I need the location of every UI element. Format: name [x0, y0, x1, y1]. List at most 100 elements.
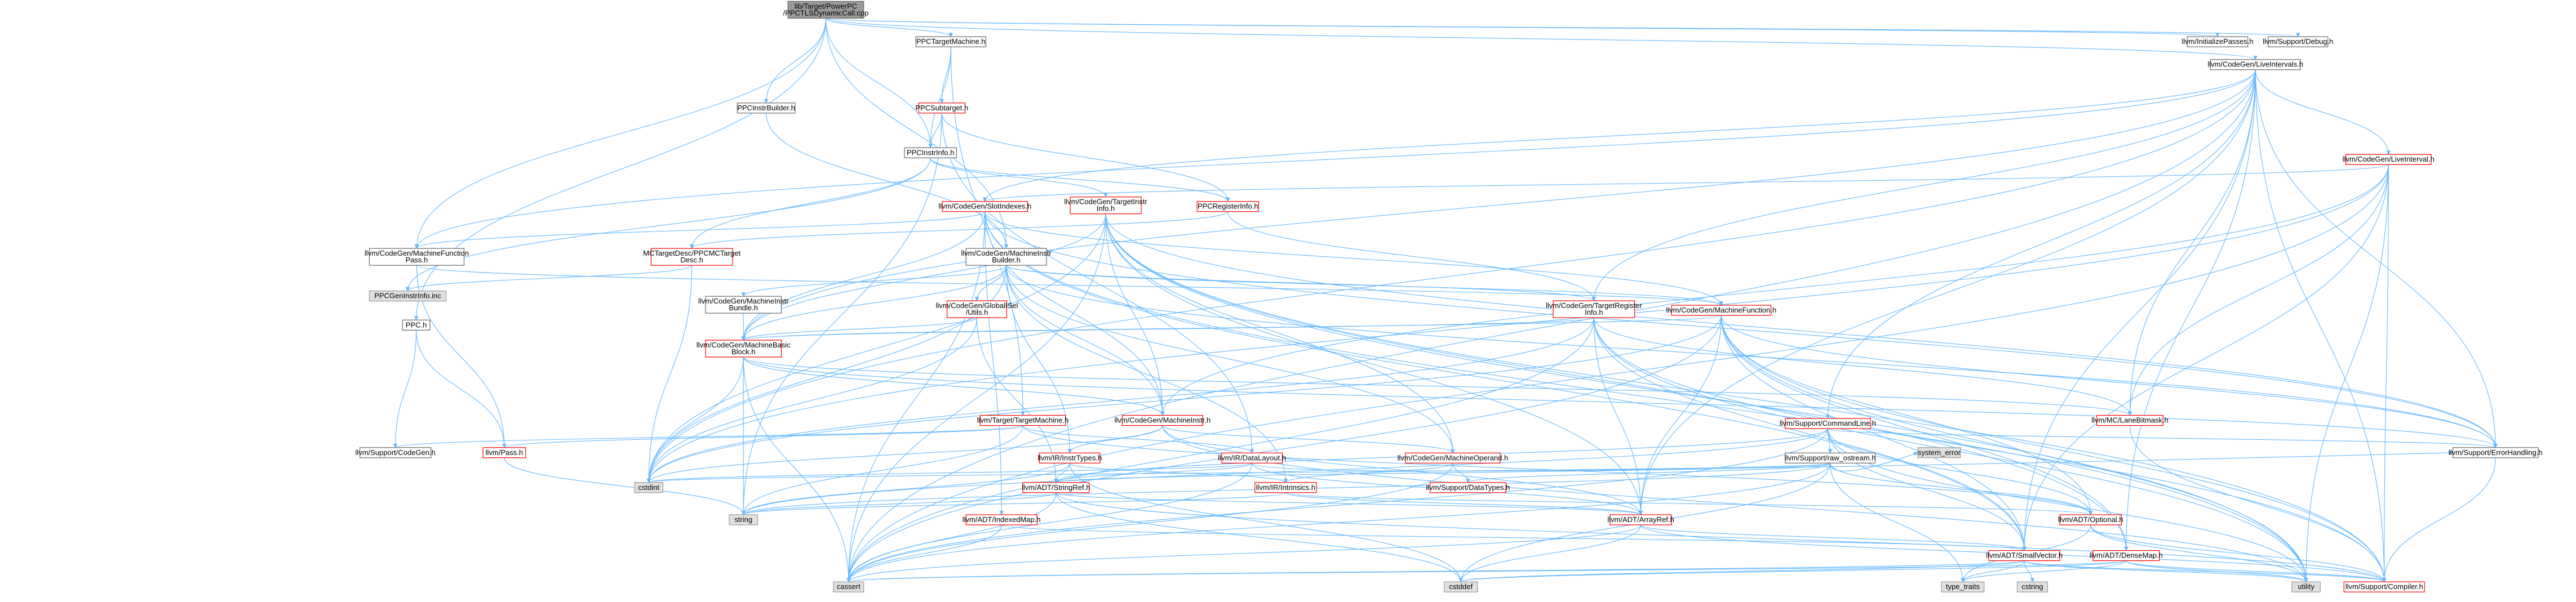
node-box [904, 147, 957, 158]
graph-node-optional[interactable]: llvm/ADT/Optional.h [2058, 514, 2123, 525]
graph-node-debug[interactable]: llvm/Support/Debug.h [2263, 36, 2333, 47]
node-box [2187, 36, 2249, 47]
node-box [2268, 36, 2329, 47]
node-label: llvm/CodeGen/MachineInstr [961, 249, 1052, 257]
graph-node-densemap[interactable]: llvm/ADT/DenseMap.h [2090, 550, 2163, 561]
edge-instrinfo-to-tii [930, 158, 1108, 198]
node-box [1405, 452, 1501, 463]
edge-rawostream-to-syserror [1830, 452, 1918, 471]
graph-node-subtarget[interactable]: PPCSubtarget.h [915, 102, 968, 114]
graph-node-codegen[interactable]: llvm/Support/CodeGen.h [355, 447, 436, 458]
edge-stringref-to-string [741, 492, 1057, 515]
graph-node-reginfo[interactable]: PPCRegisterInfo.h [1196, 201, 1260, 212]
node-label: llvm/ADT/Optional.h [2058, 515, 2123, 524]
graph-node-smallvector[interactable]: llvm/ADT/SmallVector.h [1986, 550, 2063, 561]
edge-rawostream-to-cassert [846, 463, 1831, 582]
graph-node-gisel[interactable]: llvm/CodeGen/GlobalISel/Utils.h [935, 300, 1018, 318]
edge-datalayout-to-stringref [1054, 462, 1253, 483]
graph-node-rawostream[interactable]: llvm/Support/raw_ostream.h [1785, 452, 1876, 463]
edge-cmdline-to-cassert [846, 429, 1828, 582]
graph-node-intrinsics[interactable]: llvm/IR/Intrinsics.h [1254, 482, 1317, 493]
node-label: /PPCTLSDynamicCall.cpp [783, 8, 869, 17]
graph-node-errh[interactable]: llvm/Support/ErrorHandling.h [2449, 447, 2543, 458]
edge-liveinterval-to-smallvector [2022, 164, 2389, 551]
node-box [833, 581, 864, 592]
node-box [1941, 581, 1985, 592]
edge-densemap-to-utility [2126, 560, 2308, 582]
graph-node-targetmachine[interactable]: llvm/Target/TargetMachine.h [977, 414, 1069, 426]
node-box [1429, 482, 1506, 493]
graph-node-ppch[interactable]: PPC.h [402, 319, 431, 331]
graph-node-slotidx[interactable]: llvm/CodeGen/SlotIndexes.h [938, 201, 1031, 212]
graph-node-liveint[interactable]: llvm/CodeGen/LiveIntervals.h [2207, 59, 2303, 70]
edge-slotidx-to-mfp [414, 211, 986, 249]
edge-root-to-debug [825, 17, 2300, 37]
edge-rawostream-to-stringref [1054, 462, 1831, 483]
edge-mf-to-cassert [846, 315, 1722, 582]
graph-node-syserror: system_error [1917, 447, 1961, 458]
edge-stringref-to-compiler [1056, 492, 2387, 582]
graph-node-mf[interactable]: llvm/CodeGen/MachineFunction.h [1666, 305, 1776, 316]
edge-stringref-to-arrayref [1056, 492, 1643, 515]
edge-targetmachine-to-string [741, 425, 1023, 515]
graph-node-compiler[interactable]: llvm/Support/Compiler.h [2343, 581, 2425, 592]
edge-slotidx-to-cassert [846, 211, 986, 582]
edge-mf-to-mbb [741, 315, 1722, 341]
edge-reginfo-to-tri [1227, 211, 1597, 301]
edge-tri-to-compiler [1593, 318, 2387, 582]
graph-node-init[interactable]: llvm/InitializePasses.h [2182, 36, 2254, 47]
graph-node-datalayout[interactable]: llvm/IR/DataLayout.h [1218, 452, 1286, 463]
graph-node-instrb[interactable]: PPCInstrBuilder.h [737, 102, 796, 114]
graph-node-indexedmap[interactable]: llvm/ADT/IndexedMap.h [963, 514, 1041, 525]
edge-mf-to-cstdint [646, 315, 1722, 483]
node-label: llvm/CodeGen/MachineBasic [697, 341, 791, 349]
edge-rawostream-to-typetraits [1830, 463, 1965, 582]
edge-subtarget-to-reginfo [941, 113, 1230, 202]
edge-slotidx-to-utility [985, 211, 2308, 582]
graph-node-stringref[interactable]: llvm/ADT/StringRef.h [1022, 482, 1090, 493]
edge-datalayout-to-cassert [846, 463, 1253, 582]
edge-root-to-tm [825, 17, 953, 37]
edge-mi-to-cstdint [646, 425, 1163, 483]
node-box [402, 319, 431, 331]
edge-smallvector-to-compiler [2024, 560, 2387, 582]
edge-pass-to-string [504, 457, 746, 515]
edge-liveint-to-slotidx [983, 69, 2256, 202]
node-box [1785, 418, 1871, 429]
edge-root-to-instrb [764, 18, 826, 104]
edge-rawostream-to-optional [1830, 463, 2093, 515]
graph-node-utility: utility [2291, 581, 2321, 592]
node-label: llvm/ADT/IndexedMap.h [963, 515, 1041, 524]
edge-tii-to-cstdint [646, 213, 1106, 483]
node-label: llvm/Support/ErrorHandling.h [2449, 448, 2543, 457]
graph-node-cmdline[interactable]: llvm/Support/CommandLine.h [1780, 418, 1876, 429]
node-box [1022, 482, 1090, 493]
graph-node-mop[interactable]: llvm/CodeGen/MachineOperand.h [1398, 452, 1509, 463]
edge-liveint-to-cmdline [1825, 69, 2256, 419]
edge-intrinsics-to-optional [1285, 492, 2093, 515]
edge-smallvector-to-cstring [2024, 560, 2035, 582]
node-label: Pass.h [406, 256, 428, 264]
graph-node-inittypes[interactable]: llvm/IR/InstrTypes.h [1038, 452, 1102, 463]
node-box [482, 447, 526, 458]
graph-node-liveinterval[interactable]: llvm/CodeGen/LiveInterval.h [2343, 154, 2435, 165]
graph-node-lanemask[interactable]: llvm/MC/LaneBitmask.h [2091, 414, 2169, 426]
graph-node-pass[interactable]: llvm/Pass.h [482, 447, 526, 458]
graph-node-arrayref[interactable]: llvm/ADT/ArrayRef.h [1607, 514, 1674, 525]
edge-mcdesc-to-geninc [405, 265, 693, 292]
edge-arrayref-to-cstddef [1458, 525, 1642, 582]
node-label: llvm/CodeGen/MachineOperand.h [1398, 453, 1509, 462]
graph-node-instrinfo[interactable]: PPCInstrInfo.h [904, 147, 957, 158]
graph-node-tm[interactable]: PPCTargetMachine.h [915, 36, 987, 47]
graph-node-datatypes[interactable]: llvm/Support/DataTypes.h [1426, 482, 1510, 493]
edge-mib-to-mop [1006, 265, 1455, 454]
graph-node-mi[interactable]: llvm/CodeGen/MachineInstr.h [1115, 414, 1211, 426]
graph-node-geninc: PPCGenInstrInfo.inc [369, 291, 447, 302]
